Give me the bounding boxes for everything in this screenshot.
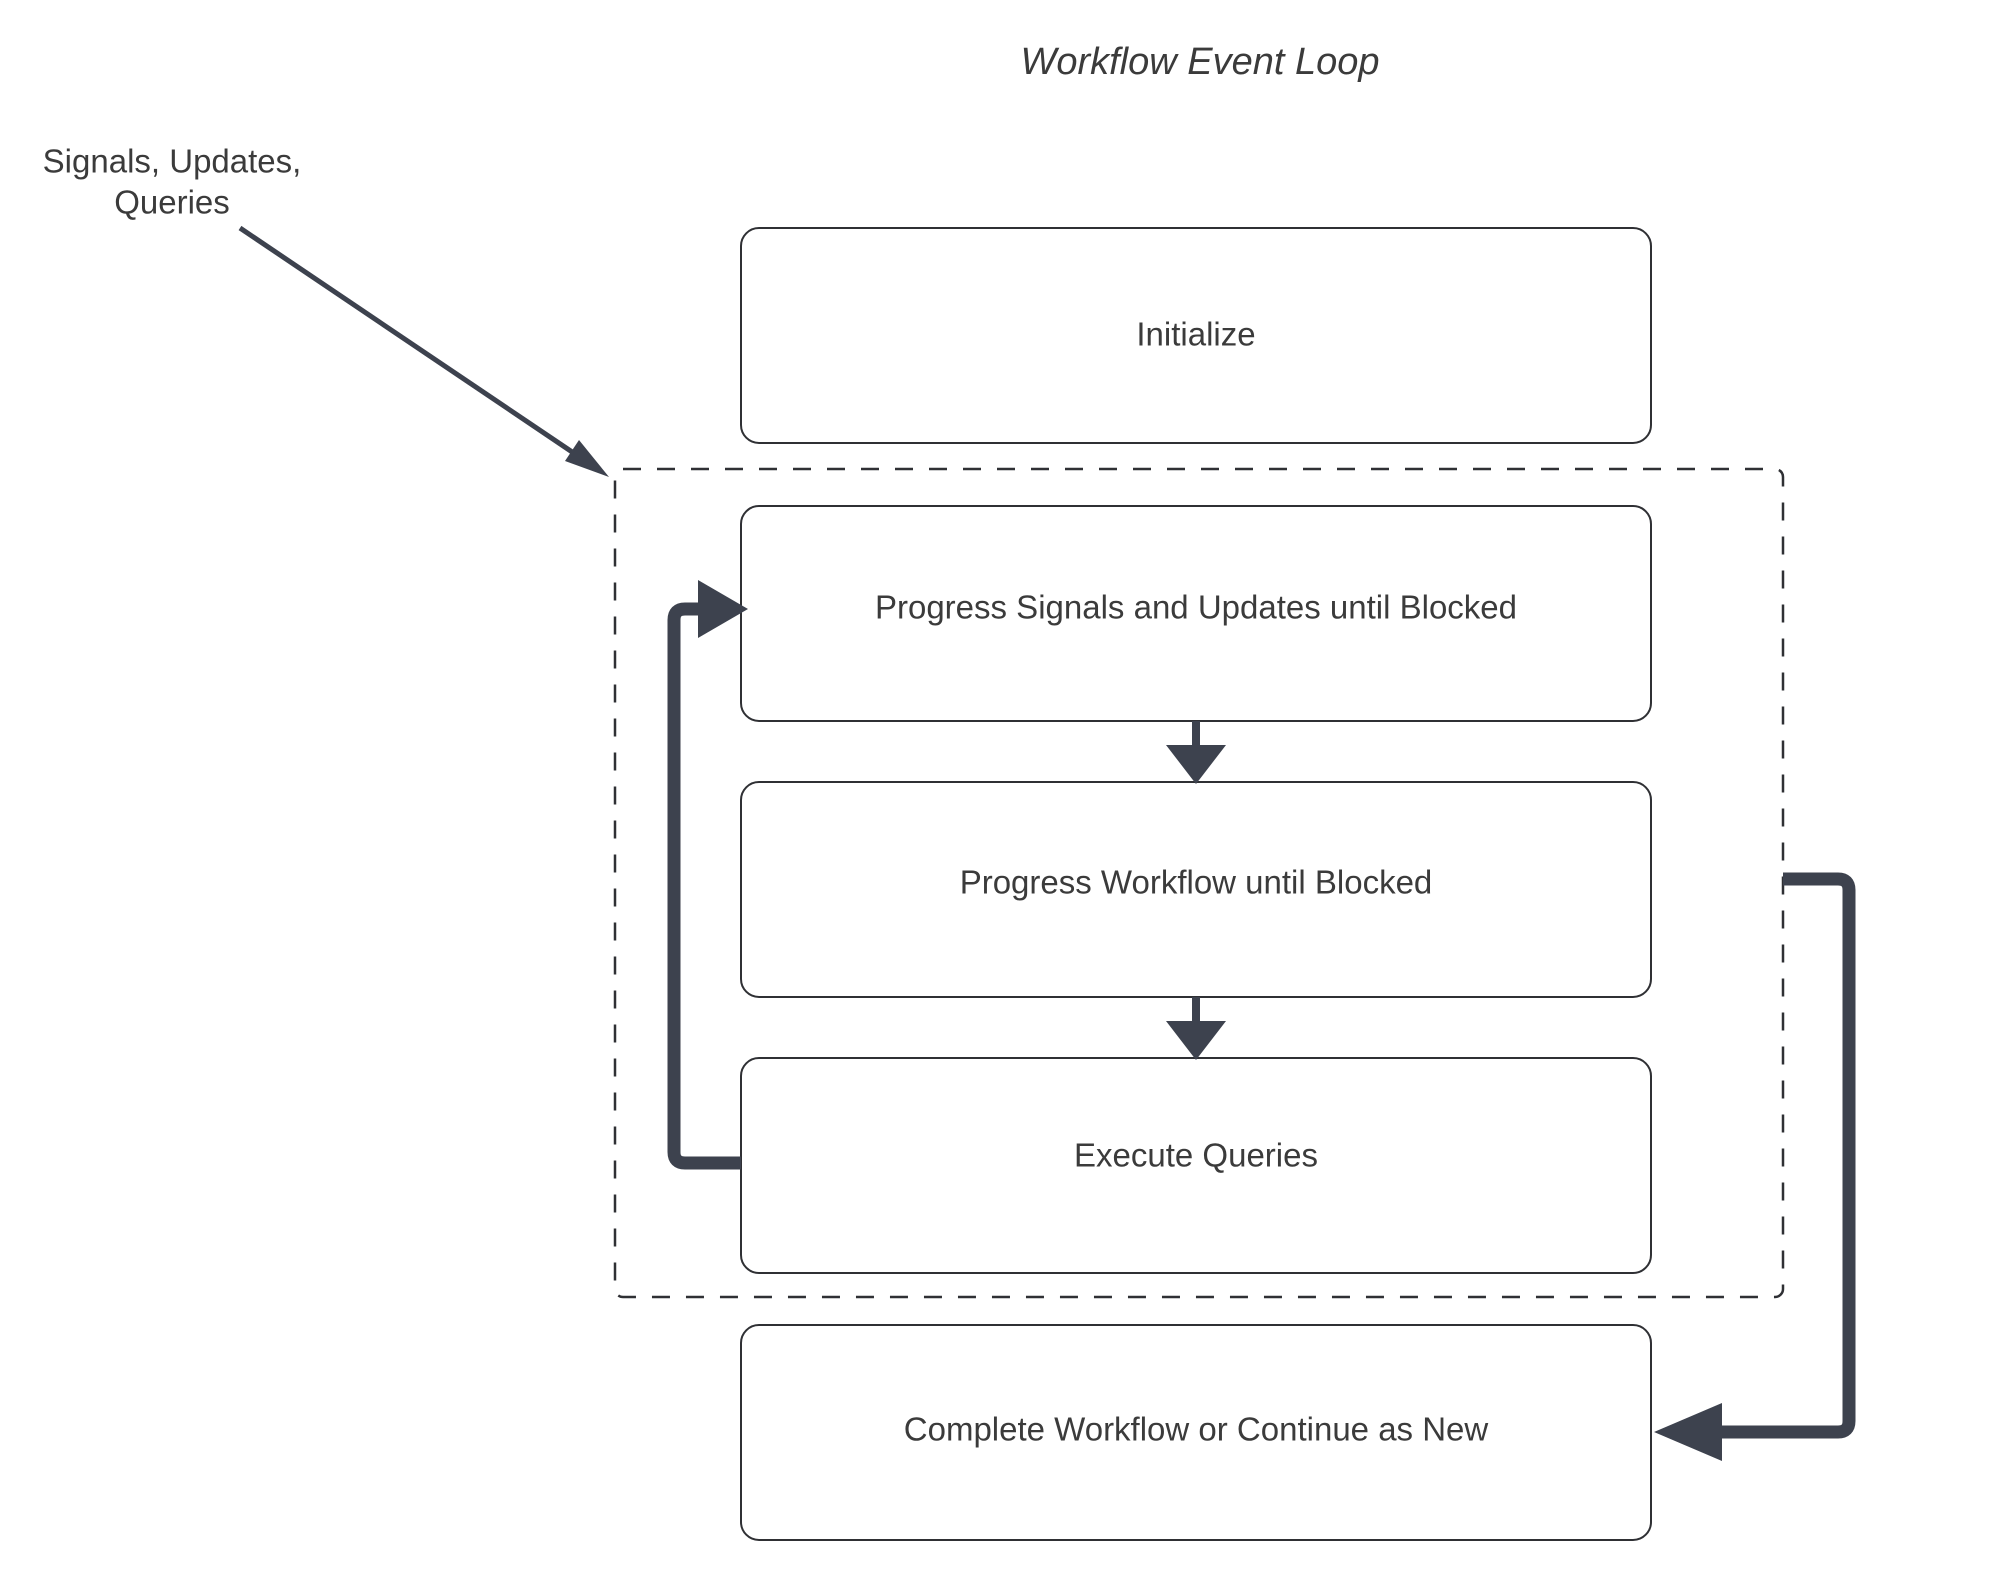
- edge-execute-queries-to-progress-signals: [667, 580, 748, 1170]
- node-progress-signals[interactable]: Progress Signals and Updates until Block…: [740, 505, 1652, 722]
- external-input-label-line1: Signals, Updates,: [43, 143, 302, 180]
- node-initialize[interactable]: Initialize: [740, 227, 1652, 444]
- node-progress-workflow-label: Progress Workflow until Blocked: [960, 864, 1433, 901]
- edge-progress-workflow-to-execute-queries: [1166, 997, 1226, 1060]
- external-input-label-line2: Queries: [114, 184, 230, 221]
- edge-loop-to-complete-workflow: [1654, 872, 1856, 1461]
- node-progress-workflow[interactable]: Progress Workflow until Blocked: [740, 781, 1652, 998]
- node-progress-signals-label: Progress Signals and Updates until Block…: [875, 589, 1517, 626]
- edge-progress-signals-to-progress-workflow: [1166, 721, 1226, 784]
- external-input-arrow: [238, 225, 609, 477]
- node-complete-workflow-box[interactable]: [740, 1324, 1652, 1541]
- page-title: Workflow Event Loop: [1020, 41, 1379, 83]
- node-initialize-label: Initialize: [1136, 316, 1255, 353]
- node-complete-workflow[interactable]: Complete Workflow or Continue as New: [740, 1324, 1652, 1541]
- node-execute-queries-label: Execute Queries: [1074, 1137, 1318, 1174]
- node-initialize-box[interactable]: [740, 227, 1652, 444]
- node-execute-queries[interactable]: Execute Queries: [740, 1057, 1652, 1274]
- node-complete-workflow-label: Complete Workflow or Continue as New: [904, 1411, 1489, 1448]
